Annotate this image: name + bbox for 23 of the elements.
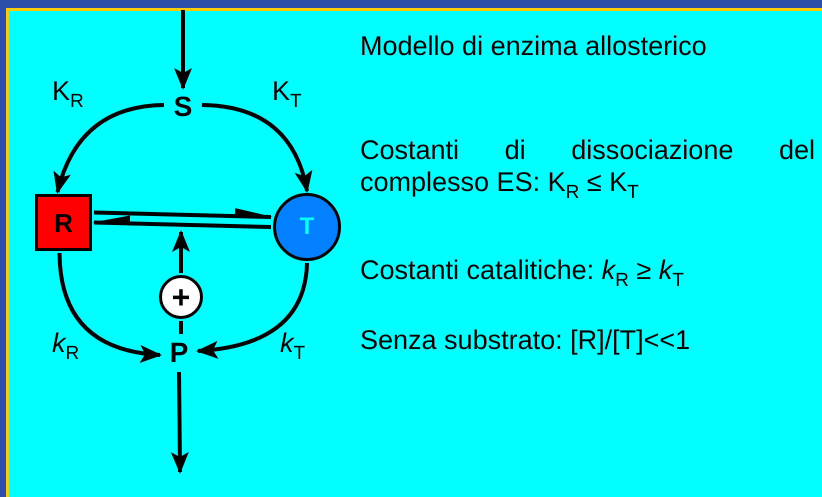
edge-label: k$_{T}$	[280, 330, 306, 363]
arrow	[174, 10, 192, 90]
edge-label: k$_{R}$	[52, 330, 80, 363]
arrow	[94, 208, 273, 219]
node-label: R	[54, 210, 73, 236]
arrow	[202, 103, 312, 193]
edge-label: K$_{R}$	[52, 78, 84, 111]
node-label: P	[170, 339, 188, 367]
node-label: T	[300, 215, 314, 239]
arrow	[54, 103, 164, 194]
arrow	[170, 372, 189, 474]
node-label: +	[172, 281, 190, 313]
node-label: S	[174, 93, 192, 121]
note-text: Costanti di dissociazione del complesso ES: K$_{R}$ ≤ K$_{T}$	[360, 134, 815, 199]
edge-label: K$_{T}$	[272, 78, 302, 111]
arrow	[196, 262, 309, 358]
arrow	[92, 215, 272, 229]
note-text: Costanti catalitiche: k$_{R}$ ≥ k$_{T}$	[360, 254, 685, 286]
note-text: Senza substrato: [R]/[T]<<1	[360, 324, 692, 356]
r-state-square	[35, 194, 92, 251]
arrow	[172, 230, 190, 273]
arrow	[58, 252, 162, 362]
note-text: Modello di enzima allosterico	[360, 30, 708, 62]
